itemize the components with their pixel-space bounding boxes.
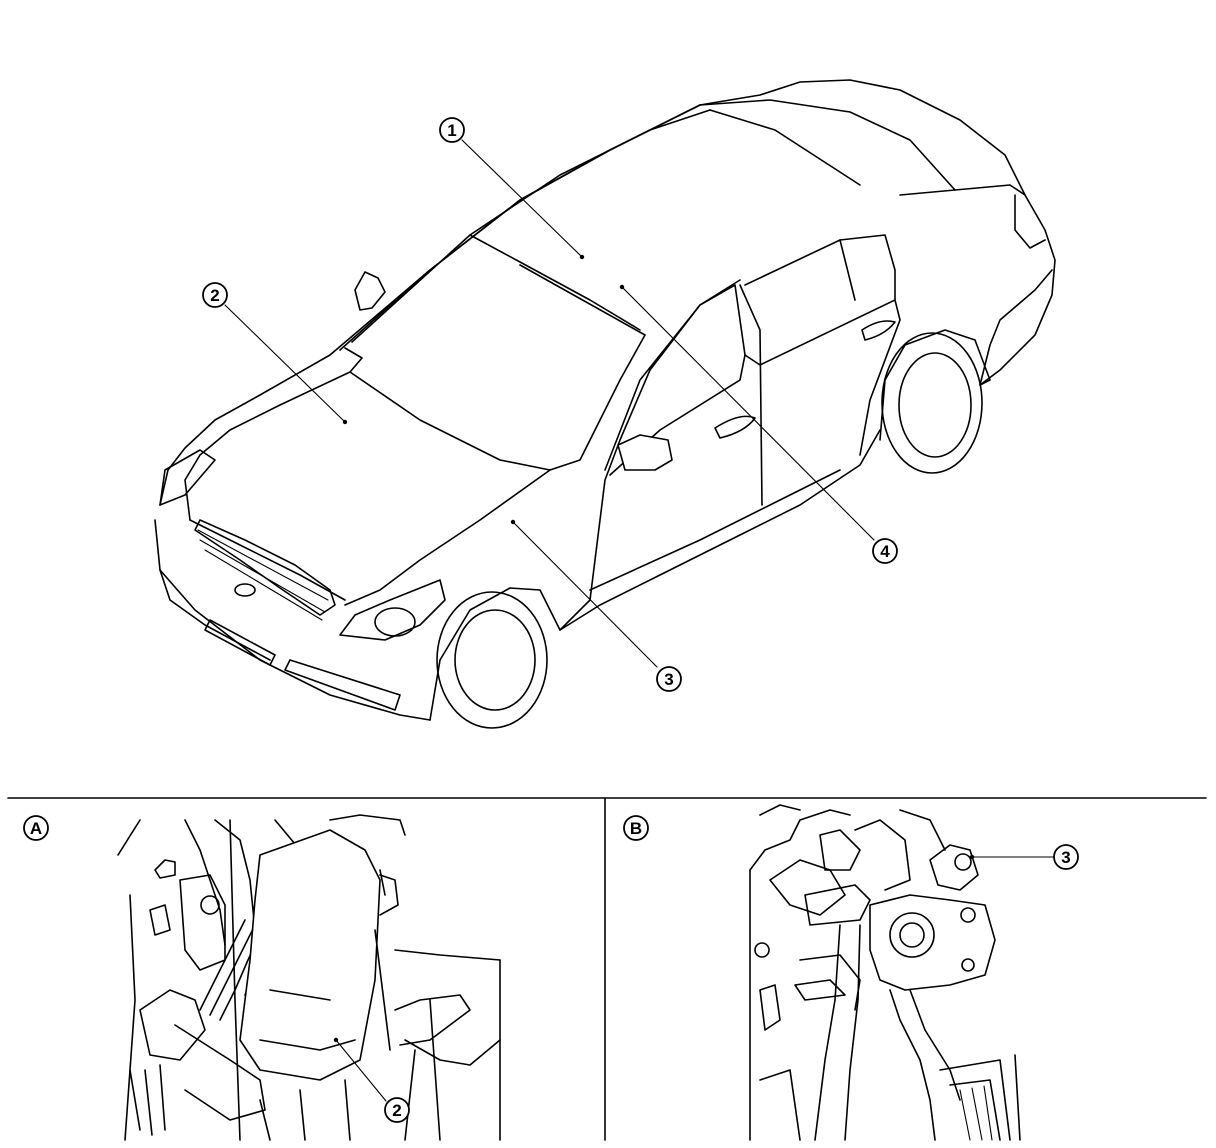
callout-1-label: 1 <box>447 121 456 140</box>
leader-lines <box>224 139 875 668</box>
callout-2-label: 2 <box>210 286 219 305</box>
callout-3-label: 3 <box>664 670 673 689</box>
callout-4: 4 <box>872 538 898 564</box>
car-illustration <box>154 79 1056 729</box>
view-b-callout-3: 3 <box>1053 844 1079 870</box>
callout-4-label: 4 <box>880 542 890 561</box>
callout-2: 2 <box>202 282 228 308</box>
view-a-label: A <box>23 815 49 841</box>
view-b-callout-3-label: 3 <box>1061 848 1070 867</box>
view-a-illustration <box>117 814 501 1141</box>
view-a-callout-2-label: 2 <box>392 1101 401 1120</box>
view-b-illustration <box>749 804 1055 1141</box>
view-a-callout-2: 2 <box>384 1097 410 1123</box>
callout-3: 3 <box>656 666 682 692</box>
view-a-letter: A <box>30 819 42 838</box>
view-b-label: B <box>623 815 649 841</box>
view-b-letter: B <box>630 819 642 838</box>
callout-1: 1 <box>439 117 465 143</box>
